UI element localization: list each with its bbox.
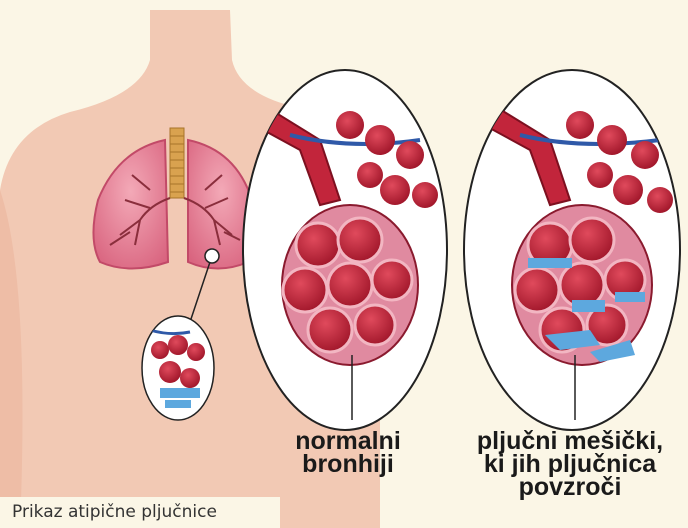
normal-alveoli-inset [243, 70, 447, 430]
image-caption: Prikaz atipične pljučnice [0, 497, 280, 528]
normal-bronchi-label: normalni bronhiji [283, 430, 413, 476]
normal-label-line2: bronhiji [283, 453, 413, 476]
pneumonia-alveoli-label: pljučni mešički, ki jih pljučnica povzro… [452, 430, 688, 499]
pneumonia-label-line3: povzroči [452, 476, 688, 499]
pneumonia-alveoli-inset [464, 70, 680, 430]
